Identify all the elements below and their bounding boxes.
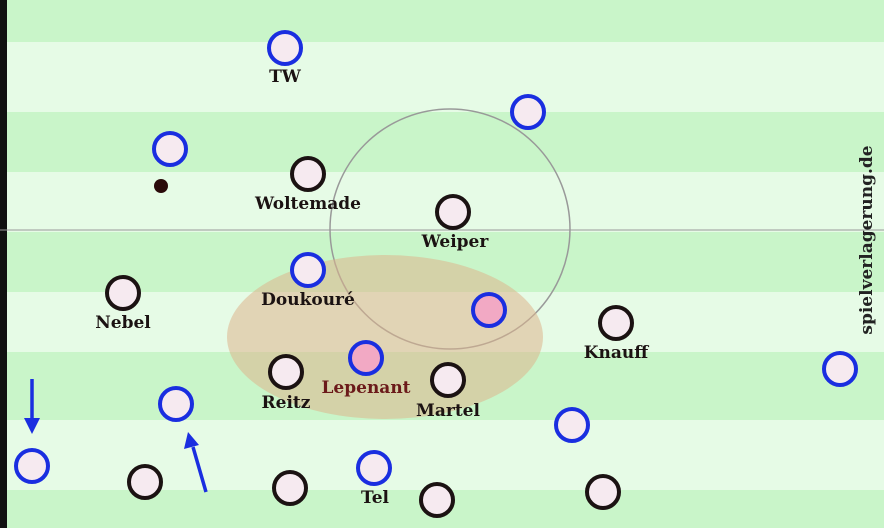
home-player-marker [290, 156, 326, 192]
away-player-marker [267, 30, 303, 66]
away-player-marker [554, 407, 590, 443]
pitch-stripe [0, 42, 884, 112]
home-player-marker [585, 474, 621, 510]
away-player-marker [158, 386, 194, 422]
away-player-marker [348, 340, 384, 376]
home-player-marker [430, 362, 466, 398]
home-player-marker [419, 482, 455, 518]
pitch-stripe [0, 112, 884, 172]
away-player-marker [14, 448, 50, 484]
away-player-marker [152, 131, 188, 167]
away-player-marker [822, 351, 858, 387]
players-layer [14, 30, 858, 518]
home-player-label: Knauff [584, 343, 650, 363]
arrow-up-head [184, 432, 199, 449]
arrow-down-head [24, 418, 40, 434]
away-player-label: TW [269, 67, 302, 87]
home-player-label: Martel [416, 401, 480, 421]
home-player-label: Nebel [95, 313, 151, 333]
home-player-marker [105, 275, 141, 311]
home-player-marker [272, 470, 308, 506]
arrow-up [191, 446, 208, 493]
home-player-marker [598, 305, 634, 341]
movement-arrows [24, 379, 208, 493]
away-player-marker [356, 450, 392, 486]
home-player-marker [435, 194, 471, 230]
home-player-marker [127, 464, 163, 500]
home-player-label: Reitz [262, 393, 311, 413]
home-player-label: Woltemade [254, 194, 361, 214]
away-player-label: Tel [361, 488, 390, 508]
away-player-marker [290, 252, 326, 288]
away-player-marker [510, 94, 546, 130]
watermark-text: spielverlagerung.de [857, 145, 877, 334]
home-player-marker [268, 354, 304, 390]
ball [154, 179, 168, 193]
left-border [0, 0, 7, 528]
away-player-label: Doukouré [261, 290, 355, 310]
home-player-label: Weiper [421, 232, 490, 252]
pitch-stripe [0, 0, 884, 42]
away-player-label: Lepenant [321, 378, 410, 398]
away-player-marker [471, 292, 507, 328]
